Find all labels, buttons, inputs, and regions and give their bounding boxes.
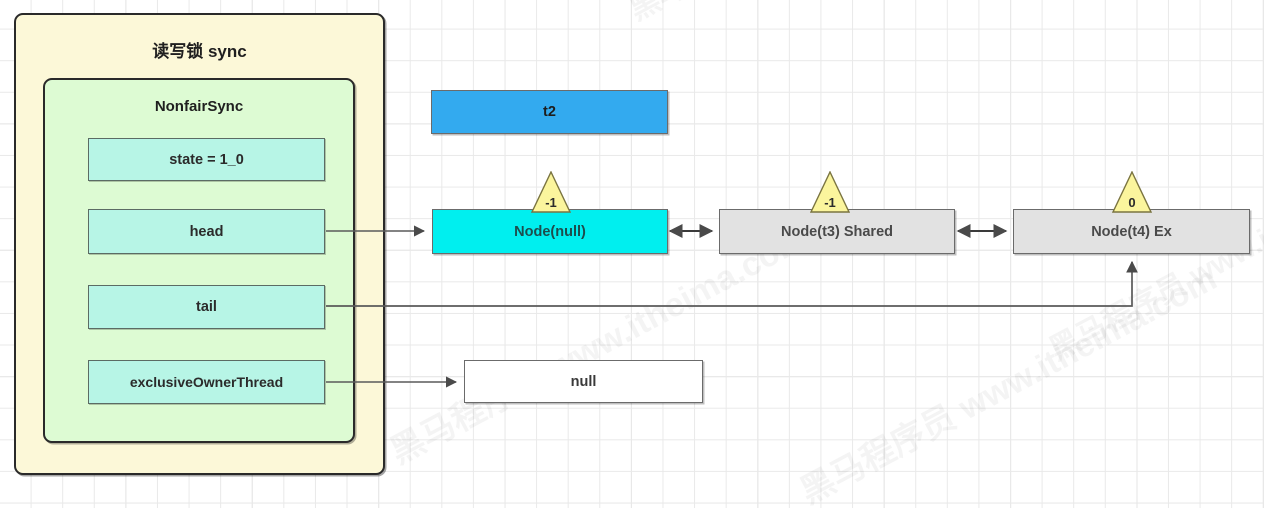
node-t4-exclusive[interactable]: Node(t4) Ex: [1013, 209, 1250, 254]
field-state[interactable]: state = 1_0: [88, 138, 325, 181]
edge-tail-to-node-t4: [326, 260, 1138, 307]
owner-thread-value-box[interactable]: null: [464, 360, 703, 403]
nonfair-sync-title: NonfairSync: [154, 98, 244, 115]
wait-status-value: -1: [545, 195, 557, 210]
field-tail[interactable]: tail: [88, 285, 325, 329]
thread-box-t2[interactable]: t2: [431, 90, 668, 134]
triangle-icon: [1112, 171, 1152, 213]
node-t3-shared[interactable]: Node(t3) Shared: [719, 209, 955, 254]
wait-status-flag-node-t4: 0: [1112, 171, 1152, 213]
triangle-icon: [810, 171, 850, 213]
wait-status-flag-node-null: -1: [531, 171, 571, 213]
wait-status-value: 0: [1128, 195, 1136, 210]
field-head[interactable]: head: [88, 209, 325, 254]
watermark: 黑马程序员 www.itheima.com: [620, 0, 1003, 29]
field-exclusive-owner-thread[interactable]: exclusiveOwnerThread: [88, 360, 325, 404]
wait-status-value: -1: [824, 195, 836, 210]
node-head-null[interactable]: Node(null): [432, 209, 668, 254]
sync-container-title: 读写锁 sync: [152, 42, 247, 61]
watermark: 黑马程序员 www.itheima.com: [790, 252, 1224, 508]
wait-status-flag-node-t3: -1: [810, 171, 850, 213]
triangle-icon: [531, 171, 571, 213]
